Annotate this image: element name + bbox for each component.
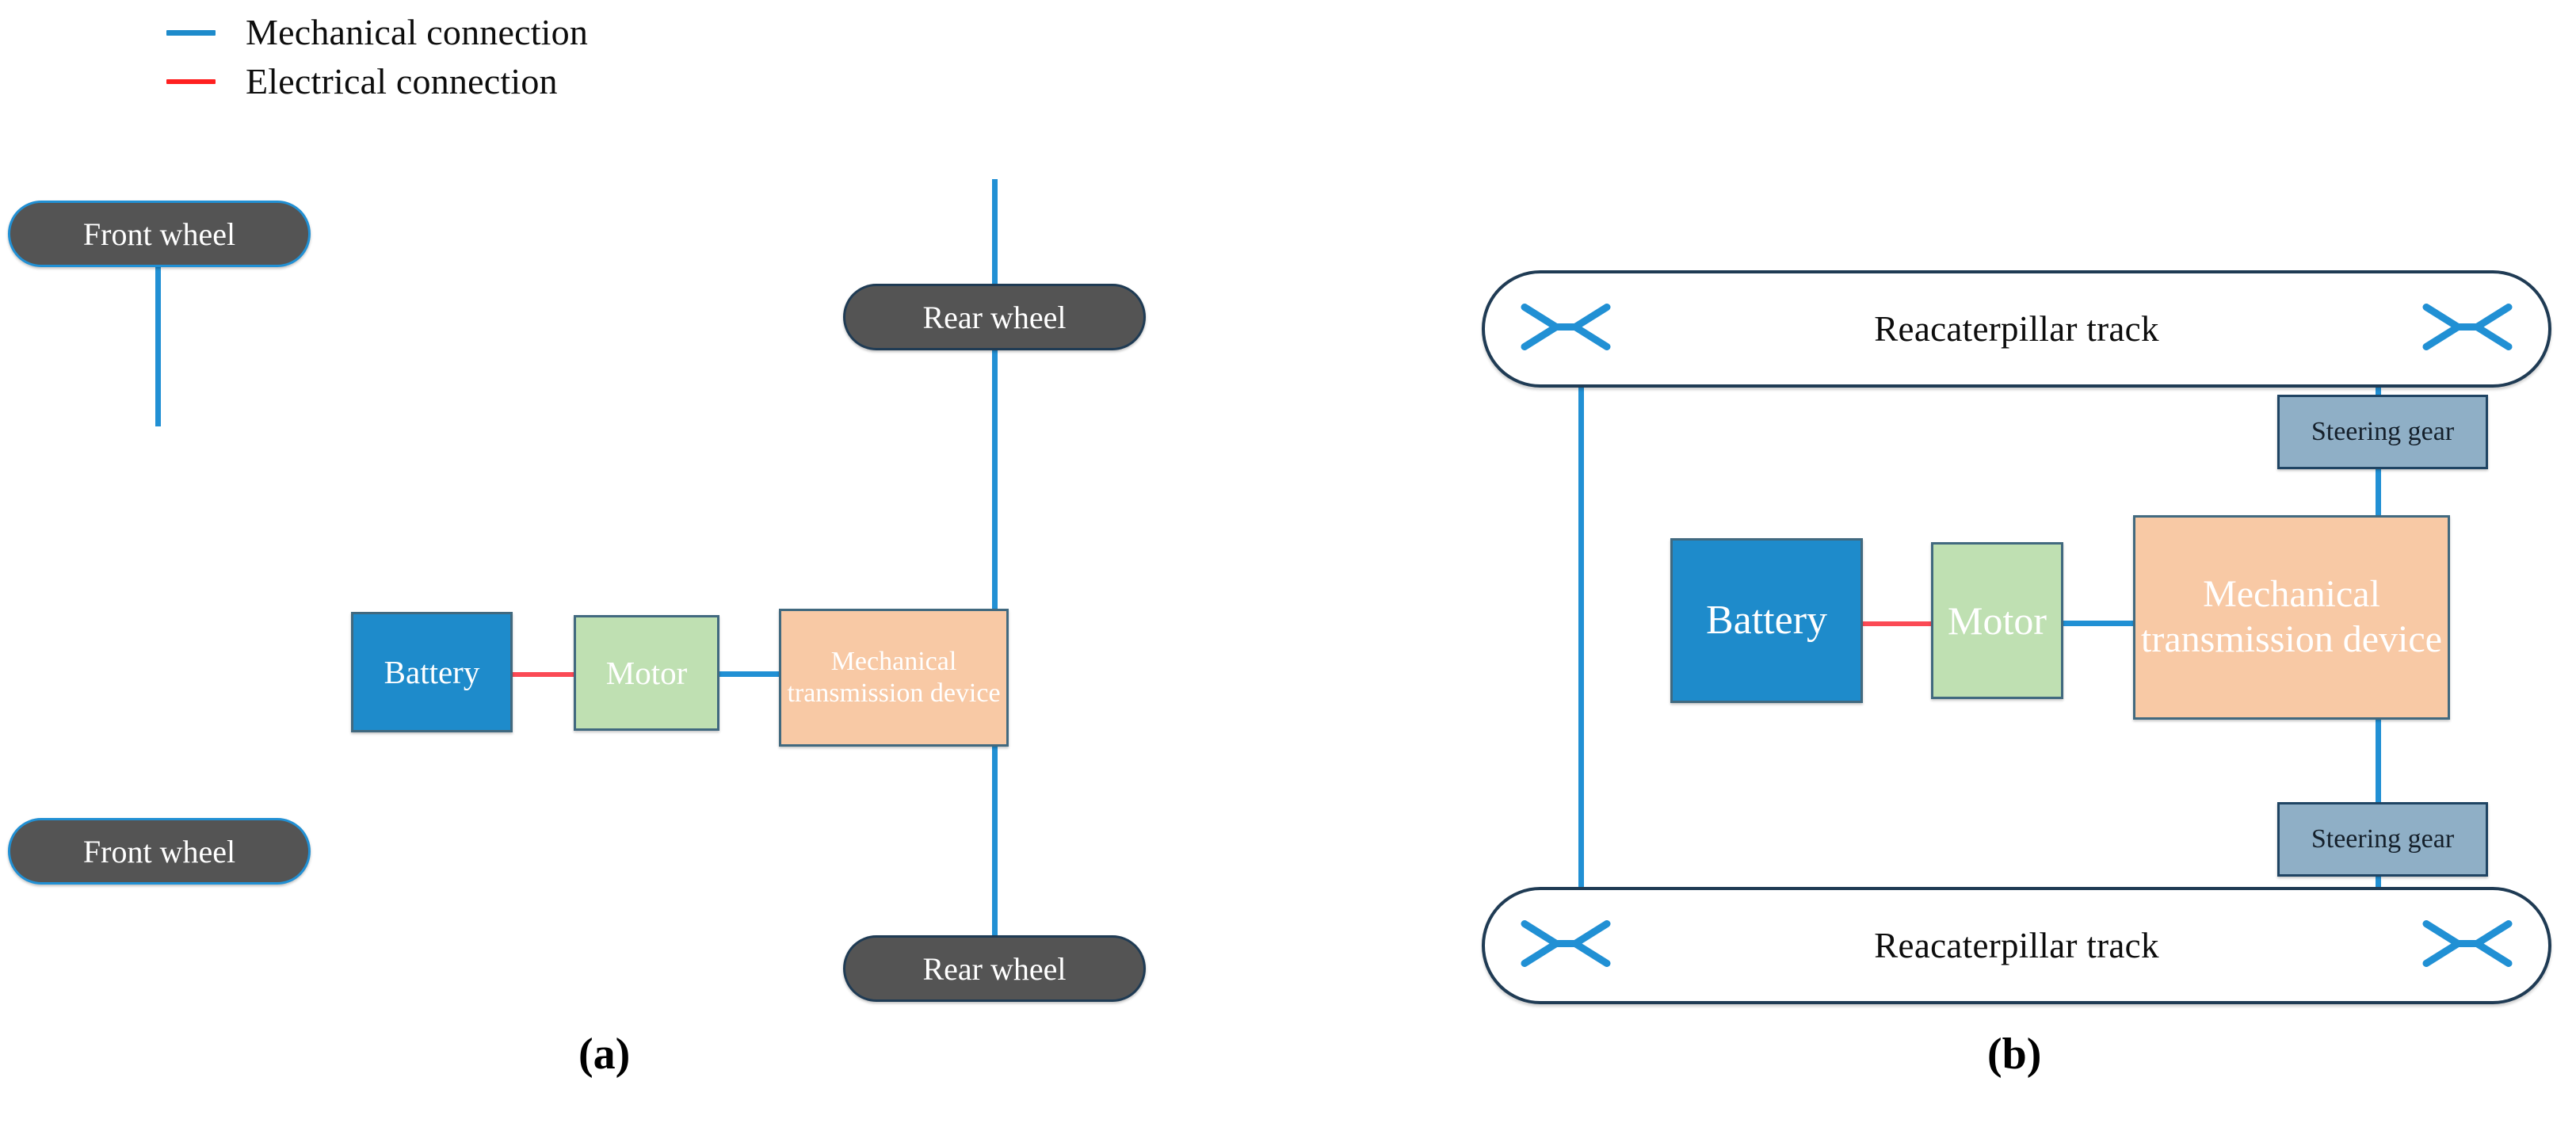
- caterpillar-track-top-label: Reacaterpillar track: [1874, 309, 2159, 349]
- legend-item-electrical: Electrical connection: [166, 57, 588, 106]
- battery-label-a: Battery: [384, 653, 480, 690]
- battery-label-b: Battery: [1705, 598, 1828, 644]
- bowtie-sprocket-icon: [2420, 915, 2515, 977]
- rear-wheel-bottom: Rear wheel: [843, 935, 1146, 1002]
- connector-motor-transmission-b: [2063, 621, 2133, 626]
- caterpillar-track-top: Reacaterpillar track: [1482, 270, 2551, 388]
- line-segment-icon: [166, 29, 216, 36]
- transmission-label-b: Mechanical transmission device: [2141, 573, 2442, 660]
- motor-block-a: Motor: [574, 615, 719, 731]
- connector-rear-wheel-bottom: [992, 743, 998, 957]
- legend-label-electrical: Electrical connection: [246, 61, 558, 101]
- caterpillar-track-bottom: Reacaterpillar track: [1482, 887, 2551, 1004]
- legend-label-mechanical: Mechanical connection: [246, 12, 589, 52]
- transmission-label-a: Mechanical transmission device: [787, 646, 1001, 708]
- battery-block-a: Battery: [351, 612, 513, 732]
- connector-front-wheels: [155, 252, 161, 426]
- caption-b: (b): [1987, 1030, 2042, 1079]
- steering-gear-top: Steering gear: [2277, 395, 2488, 469]
- motor-label-a: Motor: [605, 654, 688, 691]
- line-segment-icon: [166, 79, 216, 84]
- steering-gear-bottom: Steering gear: [2277, 802, 2488, 877]
- bowtie-sprocket-icon: [1518, 915, 1613, 977]
- connector-battery-motor: [513, 672, 576, 677]
- connector-track-left: [1578, 385, 1584, 899]
- transmission-block-b: Mechanical transmission device: [2133, 515, 2450, 720]
- legend: Mechanical connection Electrical connect…: [166, 0, 588, 106]
- bowtie-sprocket-icon: [2420, 298, 2515, 361]
- connector-transmission-to-steering-bottom: [2376, 717, 2381, 806]
- connector-battery-motor-b: [1863, 621, 1931, 626]
- battery-block-b: Battery: [1670, 538, 1863, 703]
- motor-label-b: Motor: [1948, 598, 2047, 643]
- connector-motor-transmission: [719, 671, 783, 677]
- steering-gear-bottom-label: Steering gear: [2311, 824, 2455, 854]
- rear-wheel-top: Rear wheel: [843, 284, 1146, 350]
- caption-a: (a): [578, 1030, 631, 1079]
- legend-item-mechanical: Mechanical connection: [166, 8, 588, 57]
- connector-rear-wheel-top: [992, 179, 998, 611]
- rear-wheel-bottom-label: Rear wheel: [922, 950, 1067, 987]
- caterpillar-track-bottom-label: Reacaterpillar track: [1874, 926, 2159, 965]
- front-wheel-top: Front wheel: [8, 201, 311, 267]
- front-wheel-top-label: Front wheel: [82, 216, 236, 252]
- rear-wheel-top-label: Rear wheel: [922, 299, 1067, 335]
- front-wheel-bottom-label: Front wheel: [82, 833, 236, 869]
- steering-gear-top-label: Steering gear: [2311, 416, 2455, 446]
- motor-block-b: Motor: [1931, 542, 2063, 699]
- front-wheel-bottom: Front wheel: [8, 818, 311, 885]
- transmission-block-a: Mechanical transmission device: [779, 609, 1009, 747]
- bowtie-sprocket-icon: [1518, 298, 1613, 361]
